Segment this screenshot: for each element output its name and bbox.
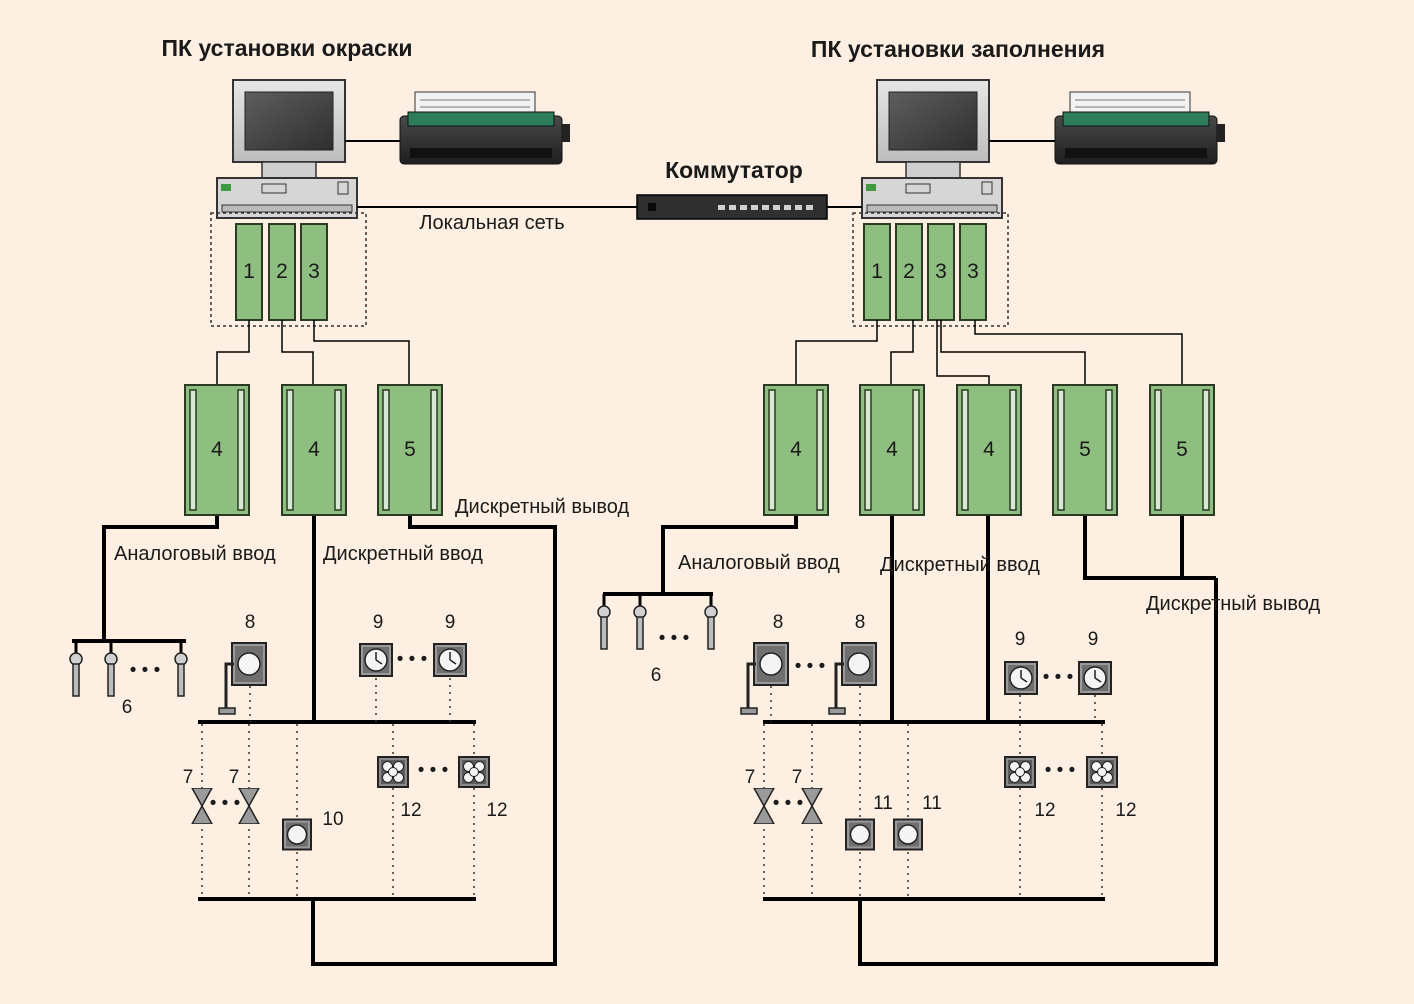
left-card-label: 1: [243, 260, 255, 283]
gauge-icon: [827, 641, 878, 716]
clock-icon: [1004, 661, 1038, 695]
signal-dotted-lines: [201, 678, 1103, 898]
right-card-label: 3: [935, 260, 947, 283]
left-sensor-group-label: 6: [122, 697, 133, 718]
left-card: 1: [235, 223, 263, 321]
left-printer: [399, 91, 570, 165]
analog-sensor-icon: [596, 592, 612, 651]
left-discrete-output-label: Дискретный вывод: [455, 496, 629, 518]
card-module-cables: [216, 320, 1183, 385]
left-meter-label: 8: [245, 612, 256, 633]
device-icon: [282, 818, 312, 851]
ellipsis: • • •: [130, 660, 161, 681]
right-module-label: 5: [1079, 438, 1091, 461]
gauge-icon: [217, 641, 268, 716]
clock-icon: [433, 643, 467, 677]
analog-sensor-icon: [703, 592, 719, 651]
right-card-label: 2: [903, 260, 915, 283]
right-card-slot-frame: [852, 212, 1009, 327]
right-sensor-group-label: 6: [651, 665, 662, 686]
right-card: 3: [959, 223, 987, 321]
ellipsis: • • •: [1045, 760, 1076, 781]
right-computer: [861, 79, 1003, 219]
left-card-slot-frame: [210, 212, 367, 327]
left-card: 3: [300, 223, 328, 321]
right-valve-label: 7: [745, 767, 756, 788]
left-valve-label: 7: [229, 767, 240, 788]
right-pc-title: ПК установки заполнения: [811, 36, 1105, 62]
right-card: 1: [863, 223, 891, 321]
analog-sensor-icon: [68, 639, 84, 698]
right-discrete-output-label: Дискретный вывод: [1146, 593, 1320, 615]
right-valve-label: 7: [792, 767, 803, 788]
left-module-label: 4: [308, 438, 320, 461]
left-module-label: 5: [404, 438, 416, 461]
left-computer: [216, 79, 358, 219]
fan-icon: [1004, 756, 1036, 788]
right-fan-label: 12: [1034, 800, 1055, 821]
ellipsis: • • •: [397, 649, 428, 670]
right-meter-label: 8: [855, 612, 866, 633]
right-fan-label: 12: [1115, 800, 1136, 821]
right-card-label: 3: [967, 260, 979, 283]
network-switch: [636, 194, 828, 220]
ellipsis: • • •: [1043, 667, 1074, 688]
ellipsis: • • •: [795, 656, 826, 677]
right-card-label: 1: [871, 260, 883, 283]
right-analog-input-label: Аналоговый ввод: [678, 552, 840, 574]
analog-sensor-icon: [103, 639, 119, 698]
valve-icon: [238, 788, 260, 824]
field-wiring: [72, 516, 1218, 966]
right-module-label: 4: [983, 438, 995, 461]
right-card: 2: [895, 223, 923, 321]
ellipsis: • • •: [418, 760, 449, 781]
left-card-label: 2: [276, 260, 288, 283]
clock-icon: [359, 643, 393, 677]
right-device-label: 11: [922, 793, 942, 814]
left-valve-label: 7: [183, 767, 194, 788]
left-module-label: 4: [211, 438, 223, 461]
device-icon: [893, 818, 923, 851]
analog-sensor-icon: [173, 639, 189, 698]
left-analog-input-label: Аналоговый ввод: [114, 543, 276, 565]
left-clock-label: 9: [373, 612, 384, 633]
right-printer: [1054, 91, 1225, 165]
left-device-label: 10: [322, 809, 343, 830]
left-card: 2: [268, 223, 296, 321]
right-meter-label: 8: [773, 612, 784, 633]
right-clock-label: 9: [1015, 629, 1026, 650]
gauge-icon: [739, 641, 790, 716]
left-analog-sensors: [68, 639, 189, 698]
fan-icon: [377, 756, 409, 788]
left-discrete-input-label: Дискретный ввод: [323, 543, 483, 565]
right-module-label: 4: [790, 438, 802, 461]
right-module-label: 5: [1176, 438, 1188, 461]
right-clock-label: 9: [1088, 629, 1099, 650]
left-fan-label: 12: [486, 800, 507, 821]
switch-label: Коммутатор: [665, 157, 803, 183]
left-pc-title: ПК установки окраски: [162, 35, 413, 61]
right-card: 3: [927, 223, 955, 321]
analog-sensor-icon: [632, 592, 648, 651]
clock-icon: [1078, 661, 1112, 695]
lan-label: Локальная сеть: [419, 212, 564, 234]
ellipsis: • • •: [210, 793, 241, 814]
fan-icon: [1086, 756, 1118, 788]
valve-icon: [753, 788, 775, 824]
right-discrete-input-label: Дискретный ввод: [880, 554, 1040, 576]
ellipsis: • • •: [659, 628, 690, 649]
right-device-label: 11: [873, 793, 893, 814]
right-analog-sensors: [596, 592, 719, 651]
right-module-label: 4: [886, 438, 898, 461]
valve-icon: [801, 788, 823, 824]
left-clock-label: 9: [445, 612, 456, 633]
left-card-label: 3: [308, 260, 320, 283]
ellipsis: • • •: [773, 793, 804, 814]
device-icon: [845, 818, 875, 851]
left-fan-label: 12: [400, 800, 421, 821]
fan-icon: [458, 756, 490, 788]
